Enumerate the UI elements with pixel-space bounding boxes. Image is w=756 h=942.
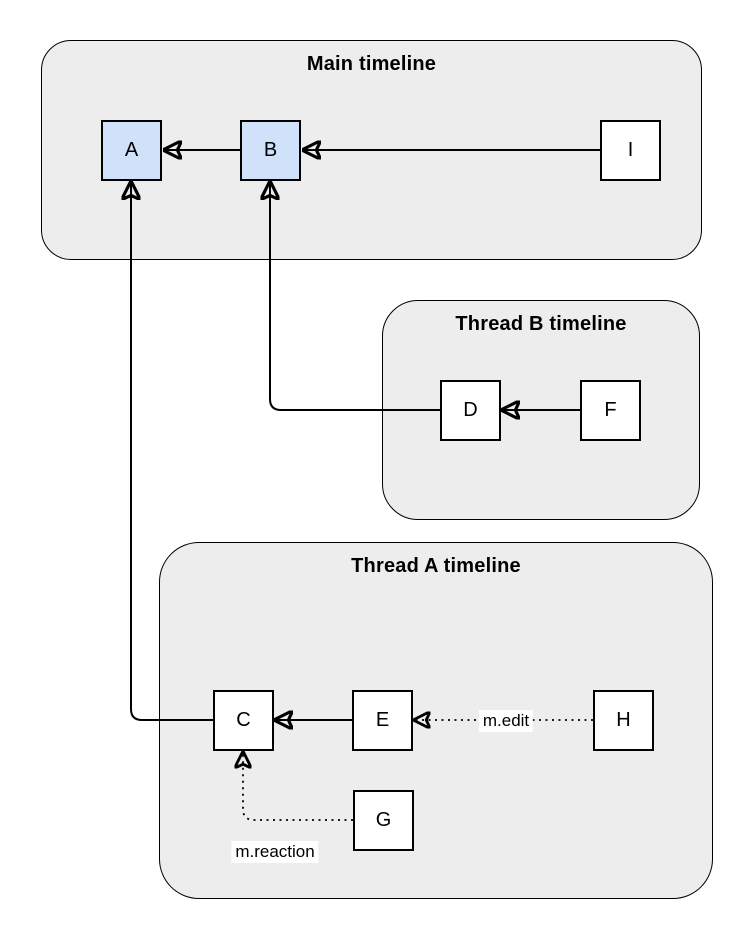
node-h: H: [593, 690, 654, 751]
node-f-label: F: [604, 399, 617, 421]
node-a: A: [101, 120, 162, 181]
node-d: D: [440, 380, 501, 441]
edge-label-m-edit: m.edit: [478, 710, 534, 732]
node-d-label: D: [463, 399, 478, 421]
node-i-label: I: [627, 139, 634, 161]
node-c: C: [213, 690, 274, 751]
main-timeline-title: Main timeline: [306, 53, 437, 75]
node-h-label: H: [616, 709, 631, 731]
node-c-label: C: [236, 709, 251, 731]
thread-b-timeline-title: Thread B timeline: [455, 313, 627, 335]
node-a-label: A: [124, 139, 139, 161]
edge-label-m-reaction: m.reaction: [231, 841, 319, 863]
container-thread-b-timeline: Thread B timeline: [382, 300, 700, 520]
node-b: B: [240, 120, 301, 181]
thread-a-timeline-title: Thread A timeline: [351, 555, 521, 577]
node-g-label: G: [375, 809, 392, 831]
node-e-label: E: [375, 709, 390, 731]
node-i: I: [600, 120, 661, 181]
node-f: F: [580, 380, 641, 441]
node-g: G: [353, 790, 414, 851]
node-b-label: B: [263, 139, 278, 161]
node-e: E: [352, 690, 413, 751]
